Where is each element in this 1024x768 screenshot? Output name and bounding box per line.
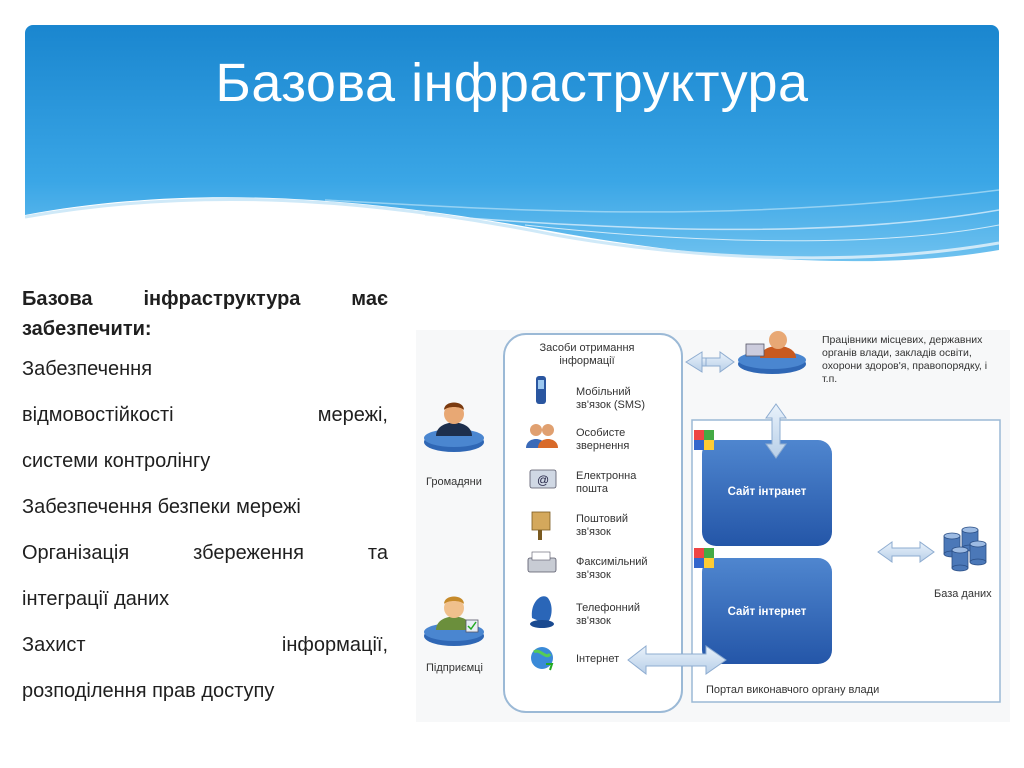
bullet-text: та xyxy=(367,542,388,564)
enterprises-label: Підприємці xyxy=(426,662,483,674)
citizens-person-icon xyxy=(424,402,484,452)
arrow-internet-channels xyxy=(627,644,727,676)
enterprises-person-icon xyxy=(424,596,484,646)
globe-icon xyxy=(531,647,554,671)
body-text: Базова інфраструктура має забезпечити: З… xyxy=(22,284,388,714)
mailbox-icon xyxy=(531,511,551,540)
slide-title: Базова інфраструктура xyxy=(215,53,809,113)
intro-word: має xyxy=(351,288,388,310)
channel-label: Поштовий зв'язок xyxy=(576,513,629,538)
channel-label: Інтернет xyxy=(576,653,620,665)
bullet-text: інтеграції даних xyxy=(22,588,170,610)
people-icon xyxy=(526,424,558,448)
fax-icon xyxy=(527,551,557,573)
slide-header xyxy=(25,25,999,285)
officials-person-icon xyxy=(738,331,806,374)
bullet-text: інформації, xyxy=(281,634,388,656)
bullet-text: Організація xyxy=(22,542,130,564)
intro-line: забезпечити: xyxy=(22,318,152,340)
intro-word: Базова xyxy=(22,288,93,310)
infrastructure-diagram: @ Засоби отримання інформації Мобільний … xyxy=(416,330,1010,722)
email-icon: @ xyxy=(529,469,557,489)
bullet-item: Забезпечення відмовостійкості мережі, сис… xyxy=(22,346,388,484)
channels-title: Засоби отримання інформації xyxy=(539,342,635,367)
diagram-graphics: @ xyxy=(424,331,1001,713)
bullet-text: мережі, xyxy=(317,404,388,426)
office-app-icon xyxy=(694,430,714,450)
arrow-portal-database xyxy=(877,541,935,563)
portal-label: Портал виконавчого органу влади xyxy=(706,684,880,696)
arrow-intranet-officials xyxy=(765,403,787,459)
bullet-text: відмовостійкості xyxy=(22,404,174,426)
bullet-text: Забезпечення безпеки мережі xyxy=(22,496,301,518)
bullet-item: Захист інформації, розподілення прав дост… xyxy=(22,622,388,714)
bullet-text: Забезпечення xyxy=(22,358,153,380)
bullet-text: Захист xyxy=(22,634,86,656)
internet-label: Сайт інтернет xyxy=(727,606,807,618)
channel-label: Телефонний зв'язок xyxy=(576,602,640,627)
arrow-channels-officials xyxy=(685,351,735,373)
channel-label: Електронна пошта xyxy=(576,470,637,495)
bullet-item: Організація збереження та інтеграції даних xyxy=(22,530,388,622)
internet-box xyxy=(702,558,832,664)
officials-label: Працівники місцевих, державних органів в… xyxy=(822,334,988,385)
office-app-icon xyxy=(694,548,714,568)
database-icon xyxy=(943,526,987,572)
intro-text: Базова інфраструктура має забезпечити: xyxy=(22,284,388,344)
bullet-text: системи контролінгу xyxy=(22,450,211,472)
header-wave-graphic xyxy=(25,25,999,285)
bullet-item: Забезпечення безпеки мережі xyxy=(22,484,388,530)
database-label: База даних xyxy=(934,588,992,600)
intranet-label: Сайт інтранет xyxy=(727,486,807,498)
intranet-box xyxy=(702,440,832,546)
channel-label: Факсимільний зв'язок xyxy=(576,556,648,581)
channel-label: Мобільний зв'язок (SMS) xyxy=(576,386,646,411)
mobile-phone-icon xyxy=(536,376,546,404)
citizens-label: Громадяни xyxy=(426,476,482,488)
bullet-text: збереження xyxy=(193,542,304,564)
telephone-icon xyxy=(530,596,554,628)
channel-label: Особисте звернення xyxy=(576,427,630,452)
intro-word: інфраструктура xyxy=(143,288,301,310)
bullet-text: розподілення прав доступу xyxy=(22,680,275,702)
svg-text:@: @ xyxy=(537,473,549,487)
